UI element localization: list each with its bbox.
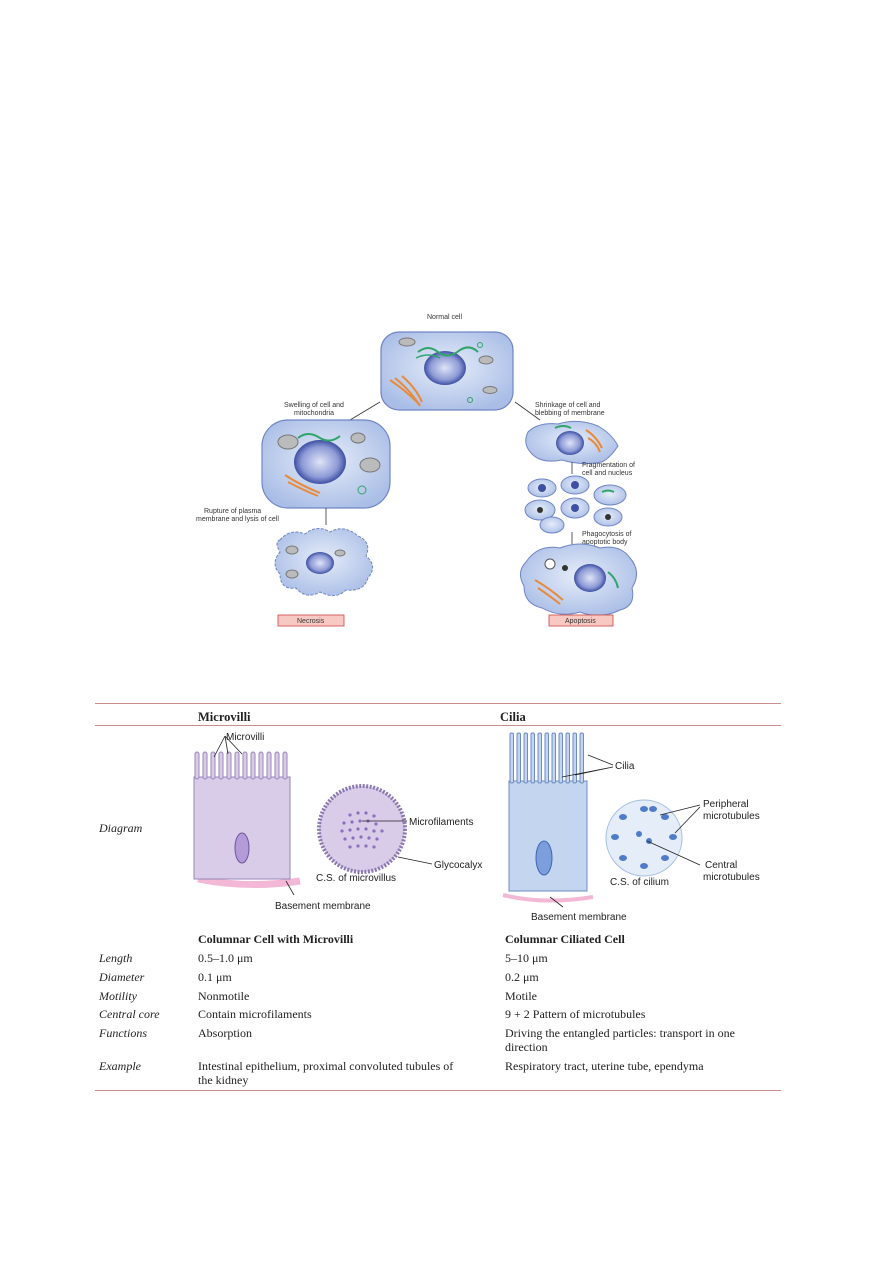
row-label-diagram: Diagram xyxy=(99,821,143,835)
cilia-basement-label: Basement membrane xyxy=(531,912,627,923)
row-label-example: Example xyxy=(99,1059,141,1073)
normal-cell xyxy=(380,331,514,411)
motility-cilia: Motile xyxy=(505,989,537,1003)
cilium-cs-label: C.S. of cilium xyxy=(610,877,669,888)
swollen-cell xyxy=(261,419,391,509)
functions-cilia: Driving the entangled particles: transpo… xyxy=(505,1026,735,1054)
diameter-microvilli: 0.1 μm xyxy=(198,970,232,984)
table-header-rule xyxy=(95,725,781,726)
cilia-label: Cilia xyxy=(615,761,635,772)
microfilaments-label: Microfilaments xyxy=(409,817,473,828)
col-header-microvilli: Microvilli xyxy=(198,710,251,724)
necrosis-step2-line2: membrane and lysis of cell xyxy=(196,516,279,523)
lysed-cell xyxy=(274,528,373,596)
normal-cell-label: Normal cell xyxy=(427,314,462,321)
comparison-table: Microvilli Cilia Diagram Microvilli xyxy=(95,703,781,1091)
necrosis-step1-line1: Swelling of cell and xyxy=(284,402,344,409)
necrosis-tag: Necrosis xyxy=(297,618,325,625)
cilia-diagram: Cilia Peripheral microtubules Central mi… xyxy=(502,732,760,923)
apoptosis-step1-line1: Shrinkage of cell and xyxy=(535,402,600,409)
col-header-cilia: Cilia xyxy=(500,710,526,724)
glycocalyx-label: Glycocalyx xyxy=(434,860,482,871)
microvillus-cs-label: C.S. of microvillus xyxy=(316,873,396,884)
peripheral-label-line2: microtubules xyxy=(703,811,760,822)
apoptosis-tag: Apoptosis xyxy=(565,618,596,625)
shrunken-cell xyxy=(525,420,619,465)
example-microvilli: Intestinal epithelium, proximal convolut… xyxy=(198,1059,454,1087)
peripheral-label-line1: Peripheral xyxy=(703,799,749,810)
apoptosis-step2-line2: cell and nucleus xyxy=(582,470,633,477)
subheader-cilia: Columnar Ciliated Cell xyxy=(505,932,625,946)
example-cilia: Respiratory tract, uterine tube, ependym… xyxy=(505,1059,704,1073)
row-label-diameter: Diameter xyxy=(99,970,145,984)
functions-microvilli: Absorption xyxy=(198,1026,252,1040)
row-label-length: Length xyxy=(99,951,133,965)
diameter-cilia: 0.2 μm xyxy=(505,970,539,984)
central-core-cilia: 9 + 2 Pattern of microtubules xyxy=(505,1007,646,1021)
microvilli-basement-label: Basement membrane xyxy=(275,901,371,912)
apoptotic-fragments xyxy=(524,475,627,534)
table-top-rule xyxy=(95,703,781,704)
central-core-microvilli: Contain microfilaments xyxy=(198,1007,312,1021)
apoptosis-step3-line1: Phagocytosis of xyxy=(582,531,631,538)
microvilli-diagram: Microvilli Microfilaments Glycocalyx C.S… xyxy=(193,732,482,912)
length-microvilli: 0.5–1.0 μm xyxy=(198,951,253,965)
cell-death-figure: Normal cell Swelling of cell and mitocho… xyxy=(190,310,660,632)
row-label-central-core: Central core xyxy=(99,1007,160,1021)
apoptosis-step1-line2: blebbing of membrane xyxy=(535,410,605,417)
necrosis-step1-line2: mitochondria xyxy=(294,410,334,417)
cell-death-svg: Normal cell Swelling of cell and mitocho… xyxy=(196,314,637,627)
table-bottom-rule xyxy=(95,1090,781,1091)
subheader-microvilli: Columnar Cell with Microvilli xyxy=(198,932,354,946)
central-label-line1: Central xyxy=(705,860,737,871)
motility-microvilli: Nonmotile xyxy=(198,989,250,1003)
phagocyte-cell xyxy=(520,543,637,616)
necrosis-step2-line1: Rupture of plasma xyxy=(204,508,261,515)
apoptosis-step2-line1: Fragmentation of xyxy=(582,462,635,469)
row-label-functions: Functions xyxy=(99,1026,147,1040)
central-label-line2: microtubules xyxy=(703,872,760,883)
length-cilia: 5–10 μm xyxy=(505,951,548,965)
microvilli-label: Microvilli xyxy=(226,732,264,743)
apoptosis-step3-line2: apoptotic body xyxy=(582,539,628,546)
row-label-motility: Motility xyxy=(99,989,137,1003)
